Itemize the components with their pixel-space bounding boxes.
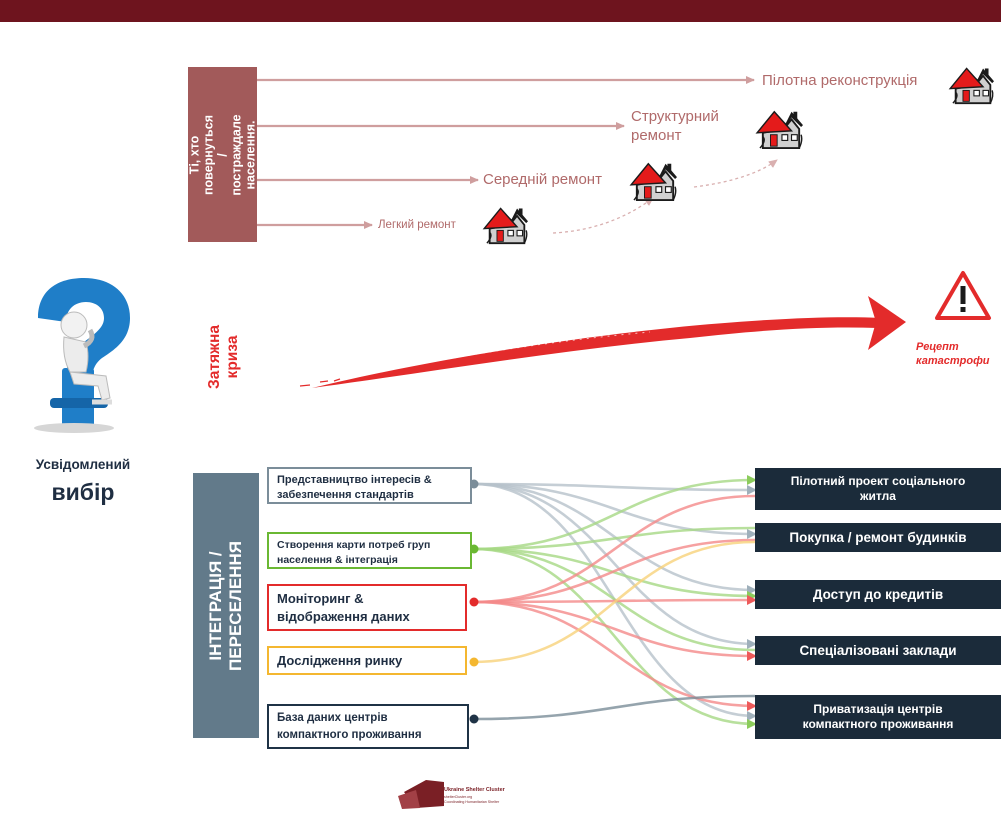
crisis-arrow [299,296,906,388]
logo-site: shelterCluster.org [444,795,473,799]
integration-connections [469,475,757,729]
label-structural-repair: Структурний ремонт [631,108,719,144]
source-needs-mapping: Створення карти потреб груп населення & … [267,532,472,569]
label-light-repair: Легкий ремонт [378,219,456,231]
crisis-label-box: Затяжна криза [206,282,241,432]
target-specialized-institutions: Спеціалізовані заклади [755,636,1001,665]
house-icon-pilot [949,67,996,105]
dashed-arrow-1 [552,197,654,234]
integration-bar: ІНТЕГРАЦІЯ / ПЕРЕСЕЛЕННЯ [193,473,259,738]
source-dots [469,479,479,724]
dashed-arrow-2 [693,159,778,188]
choice-label: вибір [51,479,115,505]
house-icon-medium [629,162,679,202]
top-banner [0,0,1001,22]
target-credit-access: Доступ до кредитів [755,580,1001,609]
label-pilot-reconstruction: Пілотна реконструкція [762,72,918,89]
target-purchase-repair: Покупка / ремонт будинків [755,523,1001,552]
source-market-research: Дослідження ринку [267,646,467,675]
crisis-label: Затяжна криза [206,325,241,389]
target-privatization: Приватизація центрів компактного прожива… [755,695,1001,739]
target-social-housing: Пілотний проект соціального житла [755,468,1001,510]
thinking-figure-icon [34,278,130,433]
logo-tagline: Coordinating Humanitarian Shelter [444,800,500,804]
returnees-bar: Ті, хто повернуться / постраждале населе… [187,67,258,242]
source-collective-centers-db: База даних центрів компактного проживанн… [267,704,469,749]
source-monitoring: Моніторинг & відображення даних [267,584,467,631]
shelter-cluster-logo [398,780,444,809]
recipe-for-disaster-label: Рецепт катастрофи [916,341,990,367]
house-icon-light [483,207,530,245]
shelter-cluster-logo-text: Ukraine Shelter Cluster shelterCluster.o… [398,776,538,810]
label-medium-repair: Середній ремонт [483,171,602,188]
conscious-label: Усвідомлений [35,457,131,472]
logo-name: Ukraine Shelter Cluster [444,787,505,793]
returnees-bar-label: Ті, хто повернуться / постраждале населе… [187,113,258,196]
warning-triangle-icon [935,271,991,320]
integration-bar-label: ІНТЕГРАЦІЯ / ПЕРЕСЕЛЕННЯ [206,540,246,671]
repair-arrows [257,76,778,234]
source-advocacy: Представництво інтересів & забезпечення … [267,467,472,504]
house-icon-structural [756,110,805,150]
target-arrowheads [747,475,757,729]
